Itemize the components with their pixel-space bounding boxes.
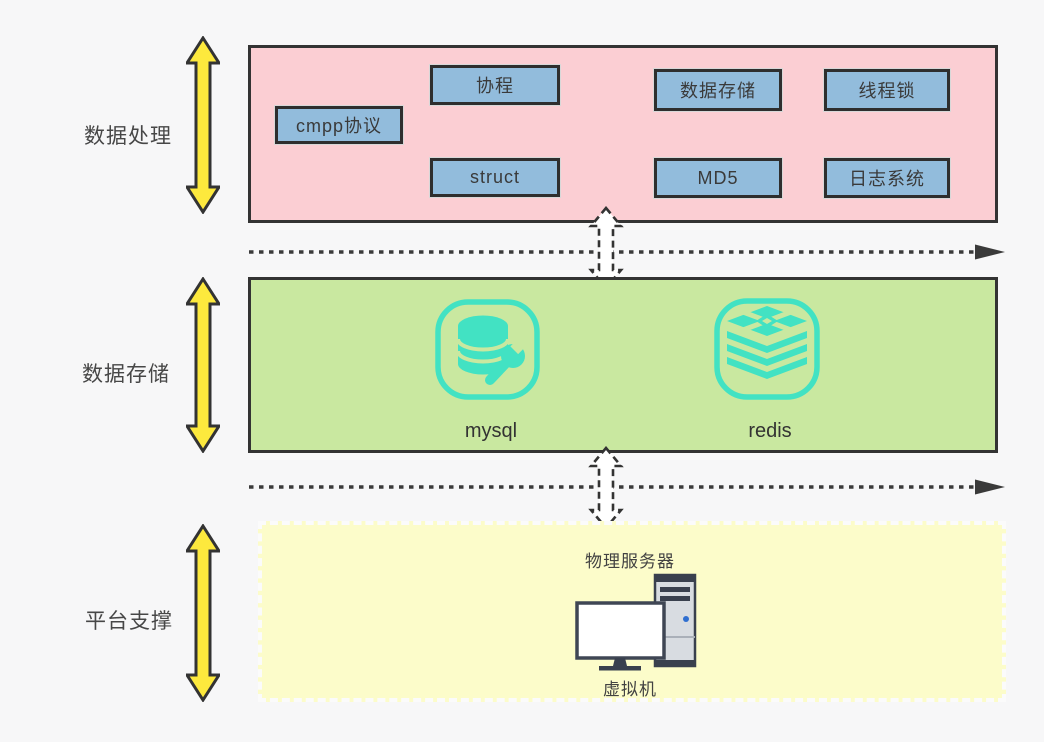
flow-arrow-bottom-icon: [249, 476, 1007, 498]
coroutine-box: 协程: [430, 65, 560, 105]
md5-box: MD5: [654, 158, 782, 198]
log-system-box: 日志系统: [824, 158, 950, 198]
virtual-machine-caption: 虚拟机: [603, 680, 657, 699]
layer2-side-label: 数据存储: [82, 363, 170, 386]
layer2-layer3-connector-icon: [587, 446, 625, 530]
data-processing-layer: cmpp协议 协程 struct 数据存储 线程锁 MD5 日志系统: [248, 45, 998, 223]
desktop-server-icon: [574, 573, 700, 675]
physical-server-title: 物理服务器: [585, 552, 675, 571]
mysql-label: mysql: [464, 420, 518, 442]
struct-box: struct: [430, 158, 560, 197]
redis-label: redis: [748, 420, 792, 442]
layer1-side-label: 数据处理: [84, 125, 172, 148]
data-storage-layer: mysql redis: [248, 277, 998, 453]
flow-arrow-top-icon: [249, 241, 1007, 263]
layer1-span-arrow-icon: [186, 36, 220, 214]
layer3-side-label: 平台支撑: [85, 610, 173, 633]
thread-lock-box: 线程锁: [824, 69, 950, 111]
cmpp-protocol-box: cmpp协议: [275, 106, 403, 144]
data-storage-box: 数据存储: [654, 69, 782, 111]
redis-icon: [711, 298, 823, 402]
layer2-span-arrow-icon: [186, 277, 220, 453]
layer3-span-arrow-icon: [186, 524, 220, 702]
platform-support-layer: 物理服务器 虚拟机: [258, 521, 1006, 702]
mysql-icon: [433, 299, 543, 401]
